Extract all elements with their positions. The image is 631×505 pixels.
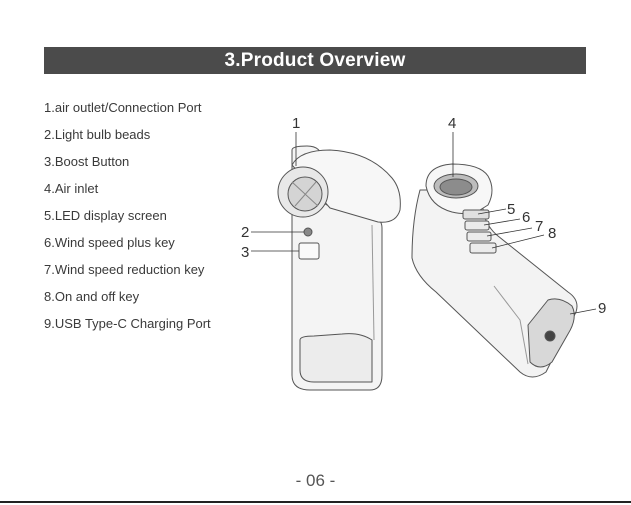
device-front-view	[278, 146, 400, 390]
callout-8: 8	[548, 225, 556, 242]
leader-8	[492, 235, 544, 248]
callout-6: 6	[522, 209, 530, 226]
callout-4: 4	[448, 115, 456, 132]
air-inlet-mesh	[440, 179, 472, 195]
parts-list: 1.air outlet/Connection Port 2.Light bul…	[44, 99, 211, 342]
callout-3: 3	[241, 244, 249, 261]
callout-7: 7	[535, 218, 543, 235]
callout-1: 1	[292, 115, 300, 132]
part-item: 4.Air inlet	[44, 180, 211, 207]
device-back-body	[412, 190, 577, 377]
device-front-grip	[300, 334, 372, 382]
part-item: 6.Wind speed plus key	[44, 234, 211, 261]
part-item: 7.Wind speed reduction key	[44, 261, 211, 288]
boost-button	[299, 243, 319, 259]
part-item: 1.air outlet/Connection Port	[44, 99, 211, 126]
callout-2: 2	[241, 224, 249, 241]
power-key	[470, 243, 496, 253]
led-display	[463, 210, 489, 219]
callout-9: 9	[598, 300, 606, 317]
air-outlet-inner	[288, 177, 322, 211]
part-item: 9.USB Type-C Charging Port	[44, 315, 211, 342]
section-header: 3.Product Overview	[44, 47, 586, 74]
device-front-top	[292, 150, 400, 222]
usb-port-hole	[545, 331, 555, 341]
speed-minus-key	[467, 232, 491, 241]
usb-port-face	[528, 299, 574, 367]
air-outlet-ring	[278, 167, 328, 217]
speed-plus-key	[465, 221, 489, 230]
callout-lines	[251, 132, 596, 314]
device-back-grip-line	[494, 286, 528, 364]
part-item: 8.On and off key	[44, 288, 211, 315]
air-outlet-blades	[292, 182, 318, 206]
page-number: - 06 -	[0, 471, 631, 491]
device-back-view	[412, 164, 577, 377]
callout-5: 5	[507, 201, 515, 218]
leader-5	[478, 209, 506, 214]
section-title: 3.Product Overview	[224, 50, 405, 72]
bottom-rule	[0, 501, 631, 503]
air-inlet	[434, 174, 478, 198]
device-front-edge	[372, 225, 374, 340]
light-bulb-bead	[304, 228, 312, 236]
device-front-body	[292, 146, 382, 390]
part-item: 5.LED display screen	[44, 207, 211, 234]
device-back-head	[426, 164, 492, 214]
leader-9	[570, 309, 596, 314]
leader-6	[484, 219, 520, 225]
part-item: 2.Light bulb beads	[44, 126, 211, 153]
part-item: 3.Boost Button	[44, 153, 211, 180]
leader-7	[487, 228, 532, 236]
